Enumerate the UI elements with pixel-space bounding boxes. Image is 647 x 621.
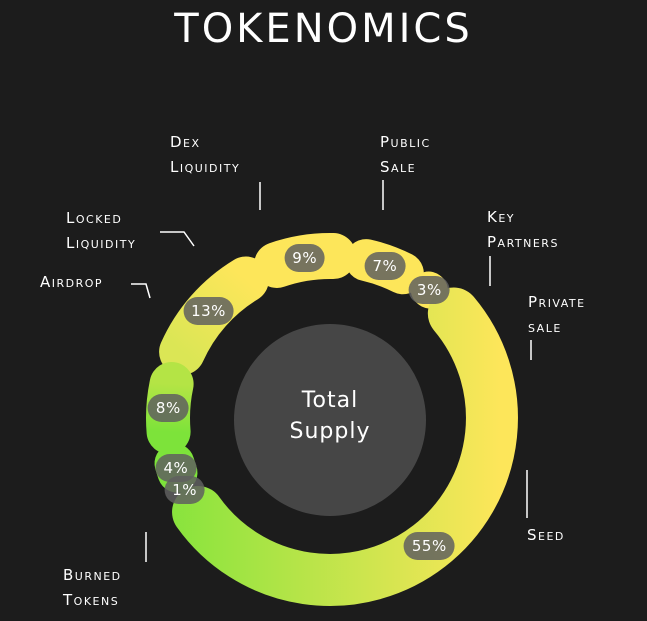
leader-line-airdrop: [131, 283, 151, 299]
center-label: Total Supply: [230, 385, 430, 447]
pct-label-burned-tokens: 55%: [403, 532, 455, 560]
pct-label-locked-liquidity: 4%: [155, 454, 197, 483]
center-disc: [234, 324, 426, 516]
page-title: TOKENOMICS: [174, 6, 473, 52]
leader-line-locked-liquidity: [160, 231, 195, 247]
center-label-line-1: Total: [301, 388, 359, 413]
center-label-line-2: Supply: [289, 419, 371, 444]
pct-label-key-partners: 9%: [284, 244, 326, 272]
pct-label-public-sale: 13%: [183, 296, 234, 325]
slice-label-seed: Seed: [527, 526, 565, 544]
slice-label-airdrop: Airdrop: [40, 273, 104, 291]
pct-label-seed: 3%: [408, 276, 450, 304]
pct-label-dex-liquidity: 8%: [147, 393, 189, 422]
pct-label-private-sale: 7%: [364, 251, 406, 280]
